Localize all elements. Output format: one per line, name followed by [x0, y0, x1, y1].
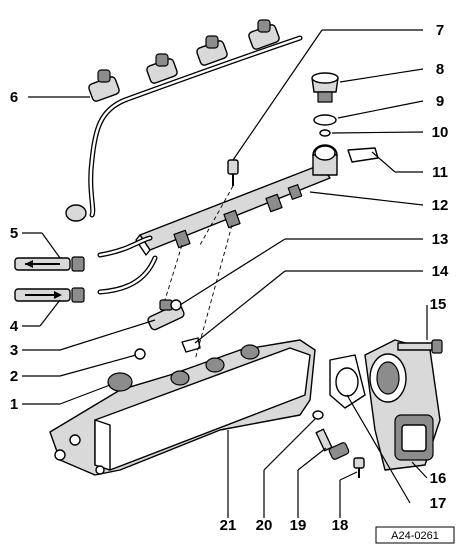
callout-15: 15: [430, 296, 447, 313]
fuel-rail: [135, 144, 338, 256]
callout-6: 6: [10, 89, 18, 106]
wiring-harness: [65, 19, 303, 222]
callout-17: 17: [430, 495, 447, 512]
callout-7: 7: [436, 22, 444, 39]
callout-1: 1: [10, 396, 18, 413]
o-ring: [319, 129, 331, 137]
injector-lower-o-ring: [134, 348, 146, 360]
harness-end-plug: [65, 204, 87, 222]
callout-8: 8: [436, 61, 444, 78]
callout-13: 13: [432, 231, 449, 248]
callout-labels: 6 7 8 9 10 11 12 5 13 14 15 4 3 2 1 16 1…: [10, 22, 449, 534]
callout-4: 4: [10, 318, 19, 335]
pressure-regulator: [311, 72, 339, 103]
leader-lines: [22, 29, 428, 518]
callout-3: 3: [10, 342, 18, 359]
assembly-lines: [164, 185, 234, 361]
rail-bolt: [227, 159, 239, 186]
callout-20: 20: [256, 517, 273, 534]
callout-18: 18: [332, 517, 349, 534]
intake-manifold: [49, 339, 316, 476]
harness-connector-3: [196, 35, 228, 66]
circlip: [313, 114, 337, 126]
fuel-supply-hose: [14, 235, 153, 272]
gasket: [329, 354, 366, 409]
harness-connector-2: [146, 53, 178, 84]
figure-reference: A24-0261: [375, 526, 455, 544]
small-bolt: [353, 457, 365, 478]
callout-11: 11: [432, 164, 448, 181]
intake-runner-port-1: [107, 372, 133, 392]
harness-connector-1: [88, 69, 120, 102]
callout-12: 12: [432, 197, 449, 214]
callout-5: 5: [10, 225, 18, 242]
throttle-body: [364, 339, 441, 471]
callout-9: 9: [436, 93, 444, 110]
callout-21: 21: [220, 517, 237, 534]
callout-10: 10: [432, 124, 449, 141]
callout-2: 2: [10, 368, 18, 385]
callout-19: 19: [290, 517, 307, 534]
callout-14: 14: [432, 263, 449, 280]
temperature-sensor: [315, 428, 350, 460]
harness-connector-4: [248, 19, 280, 50]
retaining-clip: [347, 147, 379, 163]
throttle-bolt: [397, 339, 443, 354]
callout-16: 16: [430, 470, 447, 487]
figure-reference-text: A24-0261: [391, 530, 439, 542]
washer: [312, 410, 324, 420]
fuel-return-hose: [14, 255, 158, 303]
injector-upper-o-ring: [170, 299, 182, 311]
bracket: [181, 337, 201, 353]
